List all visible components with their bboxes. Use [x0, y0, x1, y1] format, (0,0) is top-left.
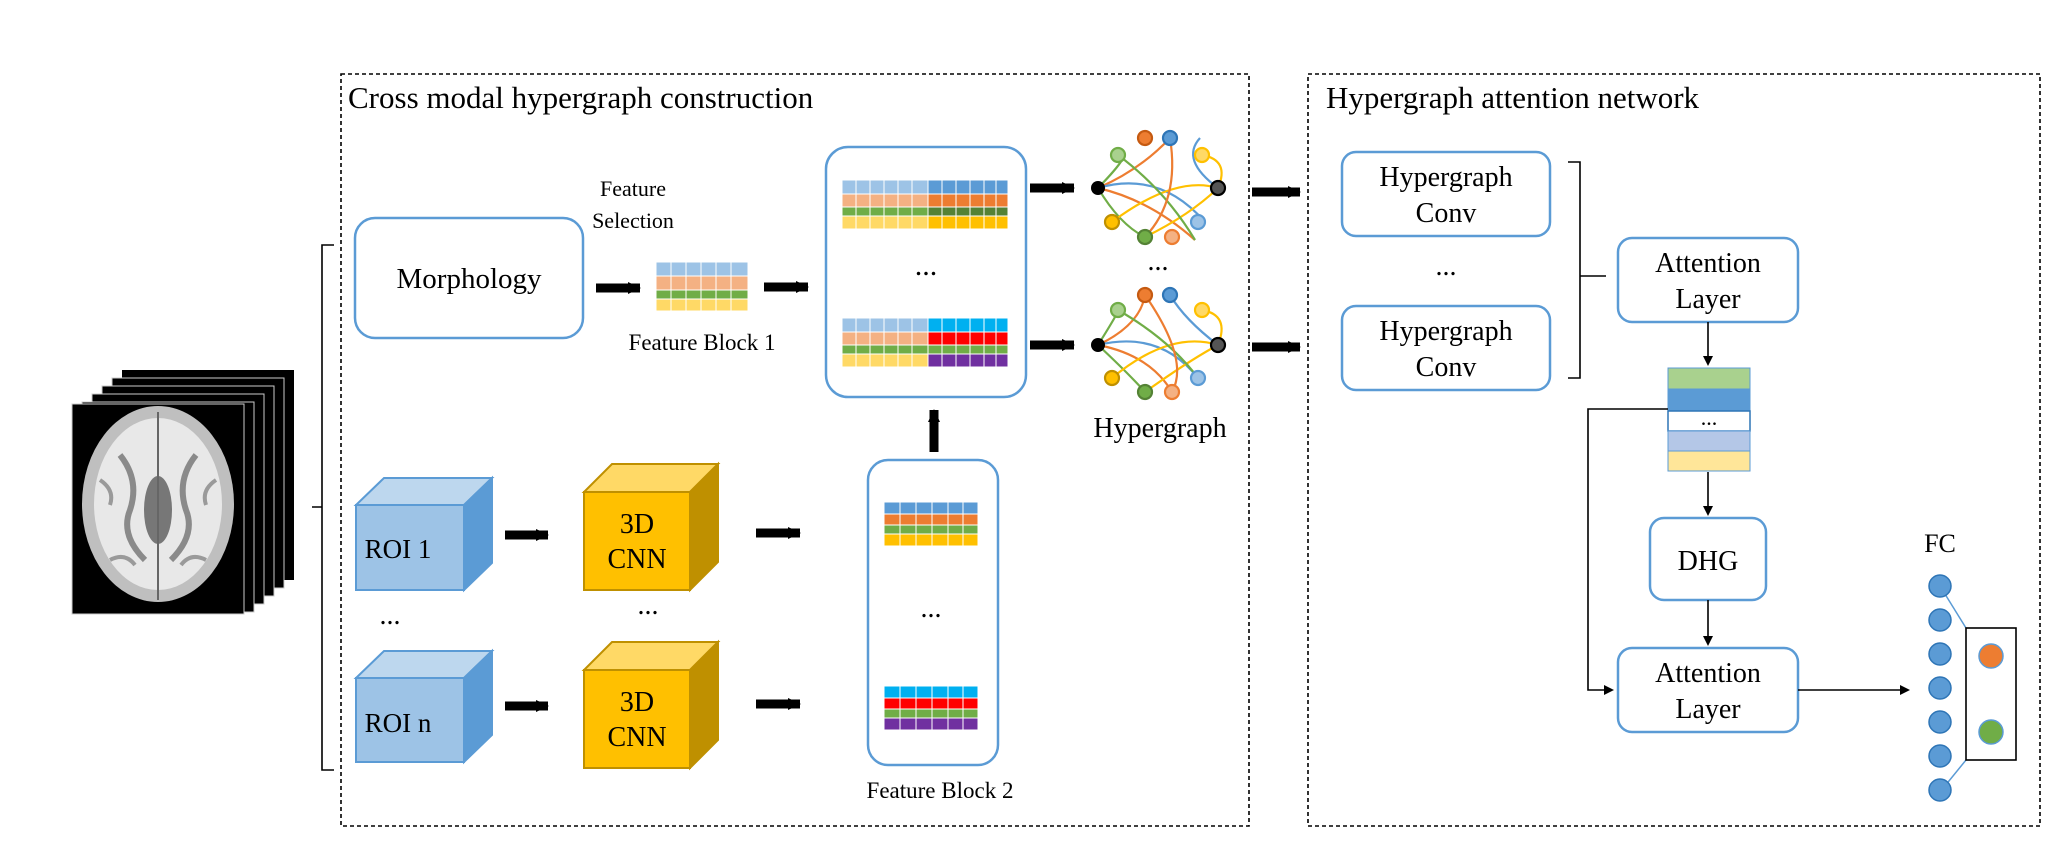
- feature-selection-label-2: Selection: [592, 208, 674, 233]
- cube-icon: [581, 461, 721, 593]
- hgconv-ellipsis: ...: [1436, 251, 1457, 282]
- morphology-box: [353, 216, 585, 340]
- roi-1-label: ROI 1: [365, 534, 432, 564]
- feature-block-2-label: Feature Block 2: [867, 778, 1014, 803]
- construction-panel-title: Cross modal hypergraph construction: [348, 80, 814, 115]
- merged-feature-grid-bottom: [841, 317, 1009, 368]
- cnn-1-label-line1: 3D: [620, 509, 654, 540]
- feature-block-1-label: Feature Block 1: [629, 330, 776, 355]
- attention-layer-2-line2: Layer: [1675, 694, 1741, 725]
- cube-icon: [353, 475, 495, 593]
- cnn-n-label-line1: 3D: [620, 687, 654, 718]
- cnn-1-label-line2: CNN: [607, 544, 666, 575]
- stack-ellipsis: ...: [1701, 405, 1718, 430]
- cnn-n-label-line2: CNN: [607, 722, 666, 753]
- fc-neuron-icon: [1928, 574, 2017, 802]
- merged-ellipsis: ...: [915, 249, 938, 282]
- hgconv-box-1: [1340, 150, 1552, 238]
- hypergraph-icon: [1091, 286, 1227, 401]
- cnn-ellipsis: ...: [638, 590, 659, 621]
- construction-panel: [340, 73, 1250, 827]
- feature-block-2-grid-bottom: [883, 685, 979, 731]
- cube-icon: [353, 648, 495, 765]
- hgconv-2-line2: Conv: [1416, 352, 1477, 383]
- input-brace: [312, 244, 334, 771]
- morphology-label: Morphology: [397, 263, 543, 295]
- feature-block-1-grid: [655, 261, 749, 312]
- fc-label: FC: [1924, 529, 1956, 558]
- attention-layer-1-line1: Attention: [1655, 248, 1761, 279]
- attention-panel-title: Hypergraph attention network: [1326, 80, 1700, 115]
- feature-block-2-grid-top: [883, 501, 979, 547]
- embedding-stack: [1667, 367, 1751, 472]
- attention-panel: [1307, 73, 2041, 827]
- hypergraph-label: Hypergraph: [1093, 413, 1226, 444]
- hgconv-2-line1: Hypergraph: [1379, 316, 1512, 347]
- hgconv-1-line2: Conv: [1416, 198, 1477, 229]
- hgconv-1-line1: Hypergraph: [1379, 162, 1512, 193]
- hgconv-bracket: [1568, 161, 1606, 379]
- feature-selection-label-1: Feature: [600, 176, 666, 201]
- hgconv-box-2: [1340, 304, 1552, 392]
- hypergraph-ellipsis: ...: [1148, 246, 1169, 277]
- feature-block-2-ellipsis: ...: [921, 593, 942, 624]
- roi-ellipsis: ...: [380, 600, 401, 631]
- attention-layer-2-line1: Attention: [1655, 658, 1761, 689]
- brain-mri-stack-icon: [71, 370, 294, 615]
- skip-connection: [1587, 408, 1668, 695]
- cube-icon: [581, 639, 721, 771]
- attention-layer-1-line2: Layer: [1675, 284, 1741, 315]
- roi-n-label: ROI n: [365, 708, 432, 738]
- hypergraph-icon: [1091, 129, 1227, 246]
- merged-feature-grid-top: [841, 179, 1009, 230]
- dhg-label: DHG: [1678, 546, 1739, 577]
